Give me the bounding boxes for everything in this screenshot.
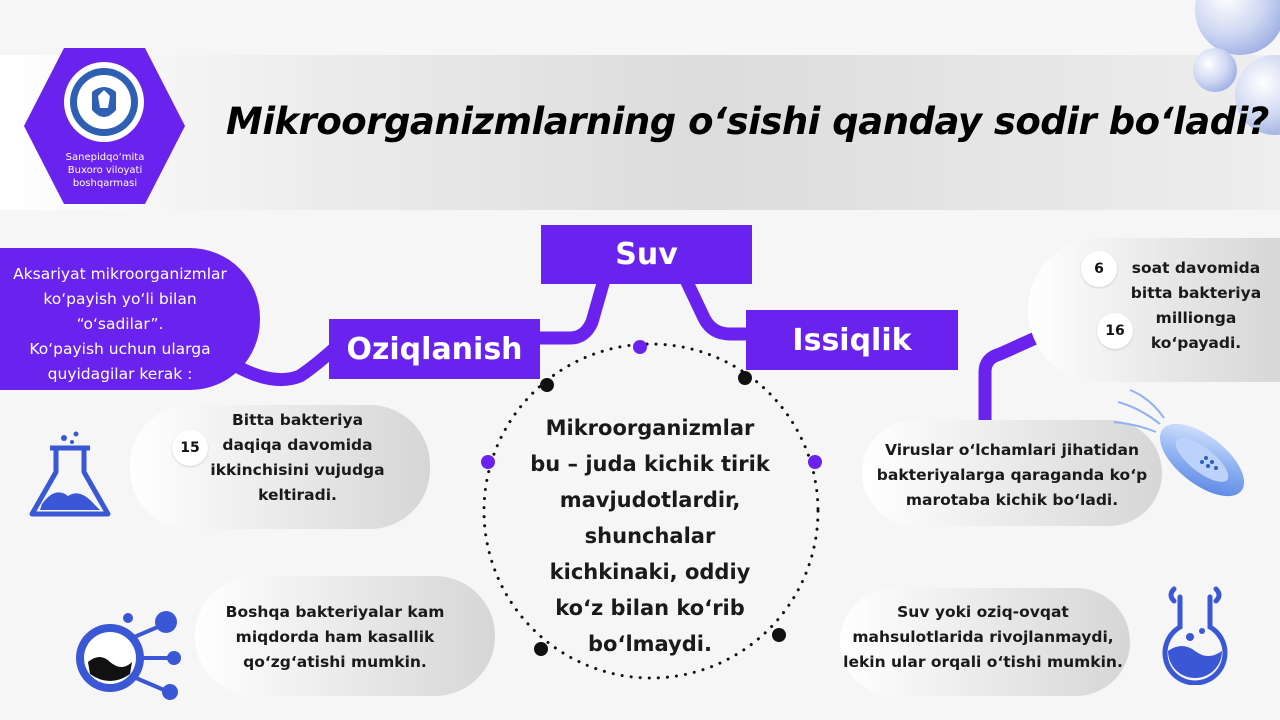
fact-line: miqdorda ham kasallik: [235, 628, 435, 646]
fact-line: ko‘payadi.: [1150, 334, 1242, 352]
bacterium-icon: [1113, 389, 1245, 497]
number-badge: 6: [1081, 251, 1117, 287]
fact-line: soat davomida: [1131, 259, 1261, 277]
center-line: Mikroorganizmlar: [545, 416, 755, 440]
logo-caption-line: boshqarmasi: [72, 178, 138, 189]
fact-line: qo‘zg‘atishi mumkin.: [243, 653, 427, 671]
center-definition: Mikroorganizmlar bu – juda kichik tirik …: [510, 410, 790, 662]
center-line: mavjudotlardir,: [559, 488, 741, 512]
factor-oziqlanish: Oziqlanish: [329, 319, 540, 379]
fact-line: mahsulotlarida rivojlanmaydi,: [852, 628, 1114, 646]
fact-line: bakteriyalarga qaraganda ko‘p: [876, 466, 1148, 484]
fact-line: millionga: [1155, 309, 1237, 327]
fact-line: Viruslar o‘lchamlari jihatidan: [885, 441, 1139, 459]
factor-suv: Suv: [541, 225, 752, 284]
fact-15-text: Bitta bakteriya daqiqa davomida ikkinchi…: [210, 408, 385, 508]
fact-bubble-viruses: [862, 420, 1162, 526]
page-title: Mikroorganizmlarning o‘sishi qanday sodi…: [226, 100, 1269, 143]
intro-line: Aksariyat mikroorganizmlar: [13, 265, 227, 283]
intro-line: quyidagilar kerak :: [47, 365, 193, 383]
number-badge: 15: [172, 430, 208, 466]
logo-caption-line: Buxoro viloyati: [67, 165, 143, 176]
logo-caption: Sanepidqo‘mita Buxoro viloyati boshqarma…: [50, 151, 160, 190]
center-line: kichkinaki, oddiy: [549, 560, 751, 584]
logo-caption-line: Sanepidqo‘mita: [65, 152, 145, 163]
center-line: shunchalar: [584, 524, 716, 548]
fact-line: marotaba kichik bo‘ladi.: [905, 491, 1119, 509]
header-band: [0, 55, 1280, 210]
fact-bubble-6-16: [1028, 238, 1280, 382]
factor-issiqlik: Issiqlik: [746, 310, 958, 370]
fact-line: ikkinchisini vujudga: [210, 461, 385, 479]
fact-line: lekin ular orqali o‘tishi mumkin.: [843, 653, 1123, 671]
fact-6-16-text: soat davomida bitta bakteriya millionga …: [1120, 256, 1272, 356]
intro-bubble: [0, 248, 260, 390]
fact-line: Suv yoki oziq-ovqat: [897, 603, 1069, 621]
intro-text: Aksariyat mikroorganizmlar ko‘payish yo‘…: [6, 262, 234, 387]
fact-disease-text: Boshqa bakteriyalar kam miqdorda ham kas…: [220, 600, 450, 675]
intro-line: ko‘payish yo‘li bilan: [43, 290, 197, 308]
fact-viruses-text: Viruslar o‘lchamlari jihatidan bakteriya…: [868, 438, 1156, 513]
fact-line: Boshqa bakteriyalar kam: [225, 603, 445, 621]
intro-line: Ko‘payish uchun ularga: [29, 340, 211, 358]
number-badge: 16: [1097, 313, 1133, 349]
fact-food-text: Suv yoki oziq-ovqat mahsulotlarida rivoj…: [838, 600, 1128, 675]
fact-line: bitta bakteriya: [1130, 284, 1262, 302]
fact-line: daqiqa davomida: [222, 436, 373, 454]
logo-badge: [24, 48, 185, 204]
beaker-icon: [1162, 586, 1228, 685]
fact-bubble-15: [130, 405, 430, 529]
fact-line: Bitta bakteriya: [231, 411, 364, 429]
chemistry-icon: [76, 611, 181, 700]
flask-icon: [29, 431, 111, 517]
fact-line: keltiradi.: [258, 486, 337, 504]
center-line: bu – juda kichik tirik: [530, 452, 770, 476]
center-line: bo‘lmaydi.: [588, 632, 712, 656]
intro-line: “o‘sadilar”.: [76, 315, 164, 333]
center-line: ko‘z bilan ko‘rib: [555, 596, 745, 620]
fact-bubble-food: [840, 588, 1130, 696]
fact-bubble-disease: [195, 576, 495, 696]
